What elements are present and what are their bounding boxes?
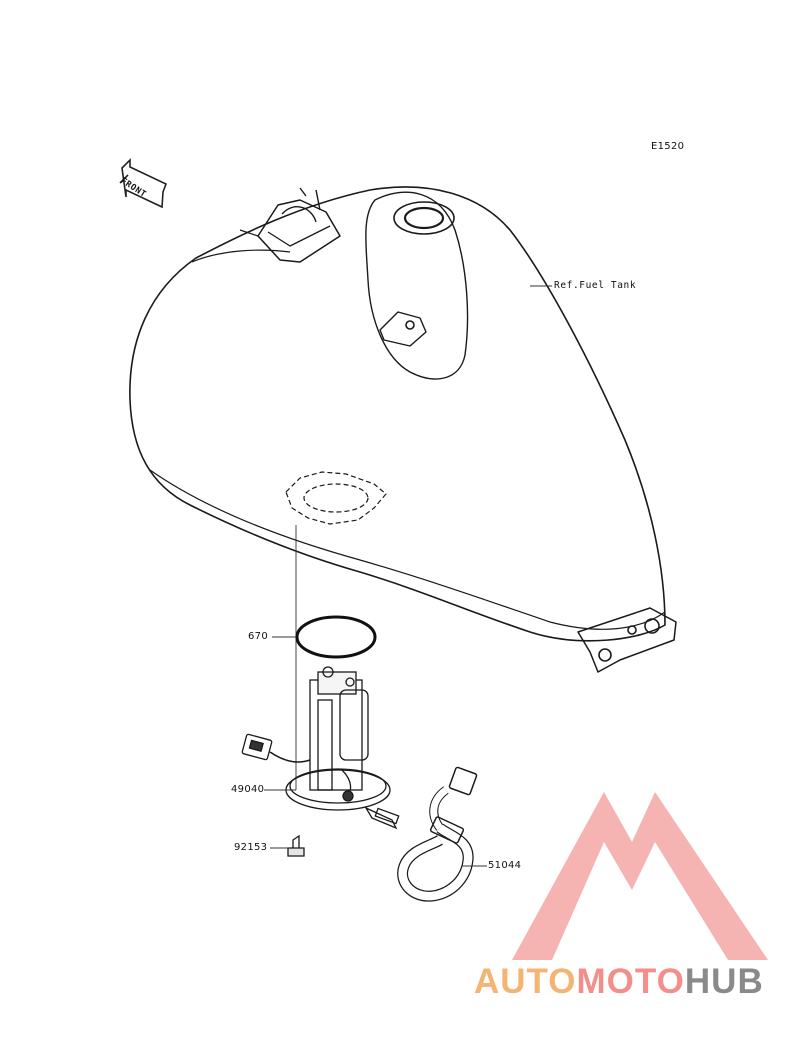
bolt — [287, 834, 305, 857]
fuel-hose — [397, 766, 478, 902]
watermark-logo — [512, 792, 768, 960]
ref-fuel-tank-label: Ref.Fuel Tank — [554, 280, 637, 291]
leader-lines — [264, 285, 552, 867]
front-arrow-icon — [119, 158, 168, 209]
watermark-auto: AUTO — [474, 962, 577, 1001]
part-number-49040[interactable]: 49040 — [231, 784, 265, 795]
part-number-92153[interactable]: 92153 — [234, 842, 268, 853]
part-number-670[interactable]: 670 — [248, 631, 268, 642]
fuel-tank — [129, 186, 677, 673]
watermark-hub: HUB — [684, 962, 764, 1001]
diagram-code: E1520 — [651, 141, 685, 152]
part-number-51044[interactable]: 51044 — [488, 860, 522, 871]
fuel-pump — [241, 666, 400, 830]
o-ring — [295, 615, 377, 659]
watermark-moto: MOTO — [576, 962, 685, 1001]
watermark-text: AUTOMOTOHUB — [474, 962, 764, 1002]
